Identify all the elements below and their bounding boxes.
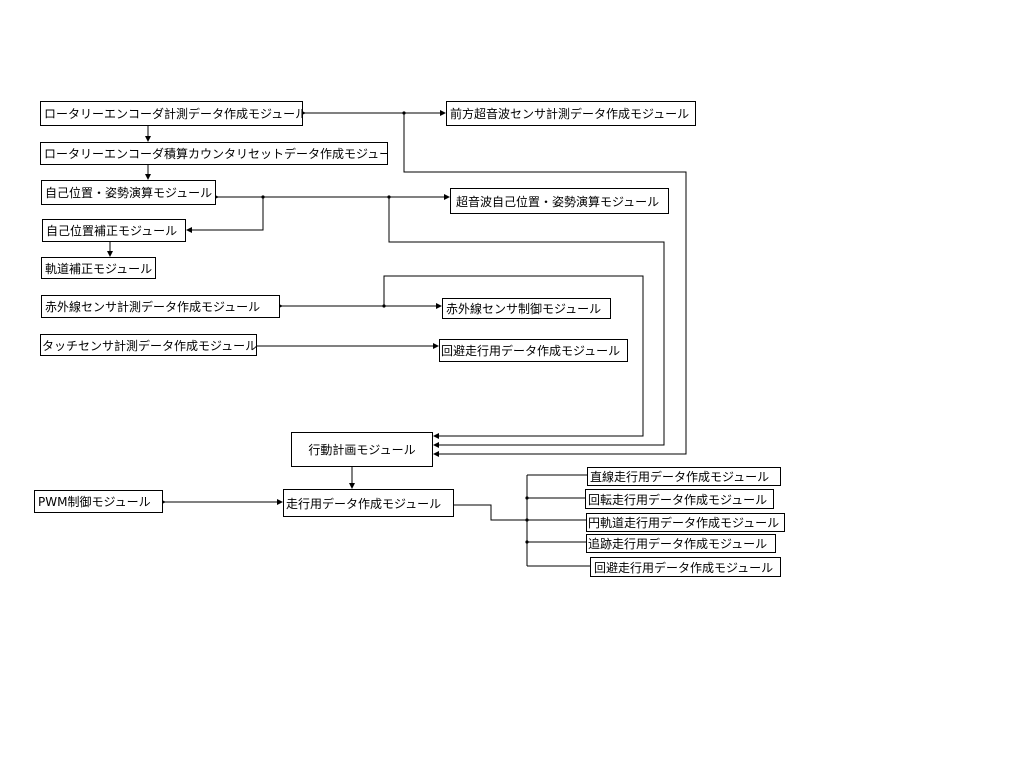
- module-rotary-measure: ロータリーエンコーダ計測データ作成モジュール: [40, 101, 303, 126]
- module-ir-control: 赤外線センサ制御モジュール: [442, 298, 611, 319]
- module-drive-data: 走行用データ作成モジュール: [283, 489, 454, 517]
- module-track-correct: 軌道補正モジュール: [41, 257, 156, 279]
- module-touch-measure: タッチセンサ計測データ作成モジュール: [40, 334, 257, 356]
- module-ir-measure: 赤外線センサ計測データ作成モジュール: [41, 295, 280, 318]
- module-avoid-upper: 回避走行用データ作成モジュール: [439, 339, 628, 362]
- module-follow: 追跡走行用データ作成モジュール: [586, 534, 776, 553]
- module-rotate: 回転走行用データ作成モジュール: [585, 489, 774, 509]
- module-front-ultrasonic: 前方超音波センサ計測データ作成モジュール: [446, 101, 696, 126]
- module-self-correct: 自己位置補正モジュール: [42, 219, 186, 242]
- module-straight: 直線走行用データ作成モジュール: [587, 467, 781, 486]
- edge-ir-plan: [383, 275, 644, 439]
- module-rotary-reset: ロータリーエンコーダ積算カウンタリセットデータ作成モジュール: [40, 142, 388, 165]
- edge-ultra-plan: [388, 197, 665, 448]
- module-circle: 円軌道走行用データ作成モジュール: [586, 513, 785, 532]
- module-pwm: PWM制御モジュール: [34, 490, 163, 513]
- module-ultrasonic-pose: 超音波自己位置・姿勢演算モジュール: [450, 188, 669, 214]
- module-action-plan: 行動計画モジュール: [291, 432, 433, 467]
- edge-drive-bus: [453, 504, 527, 521]
- edge-pose-correct: [186, 197, 264, 233]
- module-avoid-lower: 回避走行用データ作成モジュール: [590, 557, 781, 577]
- module-self-pose: 自己位置・姿勢演算モジュール: [41, 180, 216, 205]
- edge-front-plan: [403, 113, 687, 457]
